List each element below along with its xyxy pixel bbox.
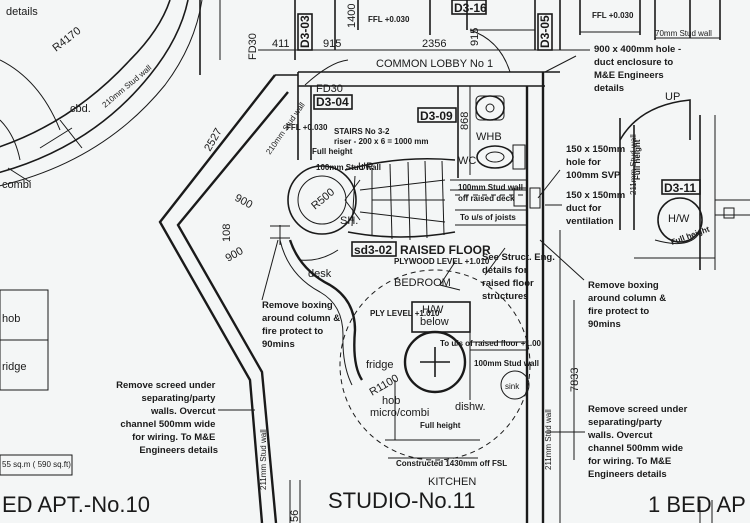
- tag-d3-03: D3-03: [298, 15, 312, 48]
- bathroom-fixtures: [475, 95, 526, 170]
- wall-label-joists: To u/s of joists: [460, 213, 516, 222]
- desk-and-kitchen: [279, 239, 531, 461]
- spiral-stair: [287, 157, 456, 261]
- unit-bed-apt: 1 BED AP: [648, 492, 746, 517]
- label-hw-below-1: H/W: [422, 304, 444, 316]
- label-combi-left: combi: [2, 179, 31, 191]
- label-ffl-left: FFL +0.030: [286, 123, 328, 132]
- label-plywood-level: PLYWOOD LEVEL +1.010: [394, 257, 490, 266]
- label-raised-floor: RAISED FLOOR: [400, 243, 491, 257]
- label-ply-level: PLY LEVEL +1.010: [370, 309, 440, 318]
- label-bedroom: BEDROOM: [394, 277, 451, 289]
- note-boxing-left: Remove boxing around column & fire prote…: [262, 300, 343, 350]
- unit-titles: ED APT.-No.10 STUDIO-No.11 1 BED AP: [2, 488, 746, 517]
- label-micro-combi: micro/combi: [370, 407, 429, 419]
- unit-studio-11: STUDIO-No.11: [328, 488, 476, 513]
- note-duct: 150 x 150mm duct for ventilation: [566, 190, 628, 227]
- tag-d3-05: D3-05: [538, 15, 552, 48]
- dim-1400: 1400: [346, 4, 358, 28]
- label-stairs-riser: riser - 200 x 6 = 1000 mm: [334, 137, 429, 146]
- curved-corridor-walls: [0, 0, 203, 187]
- tag-d3-04: D3-04: [316, 95, 349, 109]
- wall-label-full-height-1: Full height: [312, 147, 353, 156]
- label-common-lobby: COMMON LOBBY No 1: [376, 58, 493, 70]
- dim-900-b: 900: [224, 245, 246, 265]
- label-hob-left: hob: [2, 313, 20, 325]
- wall-label-full-height-2: Full height: [420, 421, 461, 430]
- leader-lines: [218, 55, 585, 433]
- note-screed-right: Remove screed under separating/party wal…: [587, 404, 690, 480]
- dim-2356: 2356: [422, 38, 446, 50]
- dim-r4170: R4170: [50, 25, 83, 54]
- dim-details: details: [6, 6, 38, 18]
- label-kitchen: KITCHEN: [428, 476, 476, 488]
- label-hob: hob: [382, 395, 400, 407]
- dim-900-a: 900: [233, 192, 255, 211]
- label-desk: desk: [308, 268, 332, 280]
- wall-label-stud-top: 70mm Stud wall: [655, 29, 712, 38]
- wall-label-stud-right: 211mm Stud wall: [629, 134, 638, 195]
- left-apartment-fixtures: [0, 119, 83, 476]
- note-boxing-right: Remove boxing around column & fire prote…: [588, 280, 669, 330]
- wall-label-constructed: Constructed 1430mm off FSL: [396, 459, 507, 468]
- note-hole: 900 x 400mm hole - duct enclosure to M&E…: [594, 44, 684, 94]
- dim-56: 56: [289, 510, 301, 522]
- tag-d3-16: D3-16: [454, 1, 487, 15]
- right-apartment-walls: [619, 99, 750, 270]
- studio-walls: [158, 72, 545, 523]
- label-up-stair: UP: [358, 161, 373, 173]
- tag-d3-09: D3-09: [420, 109, 453, 123]
- dim-411: 411: [272, 38, 290, 50]
- door-tags: D3-03 D3-16 D3-05 D3-04 D3-09 D3-11 sd3-…: [247, 0, 701, 257]
- wall-label-stud-mid-1: 100mm Stud wall: [316, 163, 381, 172]
- wall-label-stud-mid-2: 100mm Stud wall: [474, 359, 539, 368]
- label-hw-below-2: below: [420, 316, 449, 328]
- lobby-walls: [199, 0, 721, 87]
- label-ffl-top-2: FFL +0.030: [592, 11, 634, 20]
- label-fridge: fridge: [366, 359, 394, 371]
- wall-label-full-height-4: Full height: [633, 139, 642, 180]
- room-labels: COMMON LOBBY No 1 cbd. BEDROOM KITCHEN R…: [2, 11, 690, 488]
- label-stairs: STAIRS No 3-2: [334, 127, 390, 136]
- dim-915-b: 915: [469, 28, 481, 46]
- dim-2527: 2527: [202, 126, 225, 153]
- wall-label-stud-bottom-2: 211mm Stud wall: [544, 409, 553, 470]
- label-hw: H/W: [668, 213, 690, 225]
- dim-108: 108: [221, 224, 233, 242]
- label-wc: WC: [458, 155, 476, 167]
- label-fridge-left: ridge: [2, 361, 26, 373]
- label-ffl-top-1: FFL +0.030: [368, 15, 410, 24]
- label-up-right: UP: [665, 91, 680, 103]
- note-struct: See Struct. Eng. details for raised floo…: [482, 252, 558, 302]
- label-cbd: cbd.: [70, 103, 91, 115]
- dimensions: 411 915 2356 915 1400 868 2527 900 108 9…: [6, 4, 581, 522]
- label-whb: WHB: [476, 131, 502, 143]
- bottom-walls: [289, 230, 713, 523]
- tag-d3-11: D3-11: [664, 181, 696, 195]
- wall-label-stud-off: 100mm Stud wall: [458, 183, 523, 192]
- note-svp: 150 x 150mm hole for 100mm SVP: [566, 144, 628, 181]
- label-area: 55 sq.m ( 590 sq.ft): [2, 460, 71, 469]
- wall-label-stud-bottom-1: 211mm Stud wall: [259, 429, 268, 490]
- unit-apt-10: ED APT.-No.10: [2, 492, 150, 517]
- label-dishwasher: dishw.: [455, 401, 486, 413]
- dim-r500: R500: [309, 186, 337, 212]
- dim-7833: 7833: [569, 368, 581, 392]
- label-fd30: FD30: [316, 83, 343, 95]
- dim-868: 868: [459, 112, 471, 130]
- label-fd30-top: FD30: [247, 33, 259, 60]
- wall-label-raised: To u/s of raised floor +1.00: [440, 339, 542, 348]
- dim-915-a: 915: [323, 38, 341, 50]
- note-screed-left: Remove screed under separating/party wal…: [116, 380, 218, 456]
- wall-label-stud-left-1: 210mm Stud wall: [101, 63, 154, 109]
- tag-sd3-02: sd3-02: [354, 243, 392, 257]
- label-sink: sink: [505, 382, 520, 391]
- wall-label-off-deck: off raised deck: [458, 194, 515, 203]
- label-shower: SH.: [340, 215, 358, 227]
- wall-label-full-height-3: Full height: [670, 224, 711, 246]
- notes: 900 x 400mm hole - duct enclosure to M&E…: [116, 44, 690, 480]
